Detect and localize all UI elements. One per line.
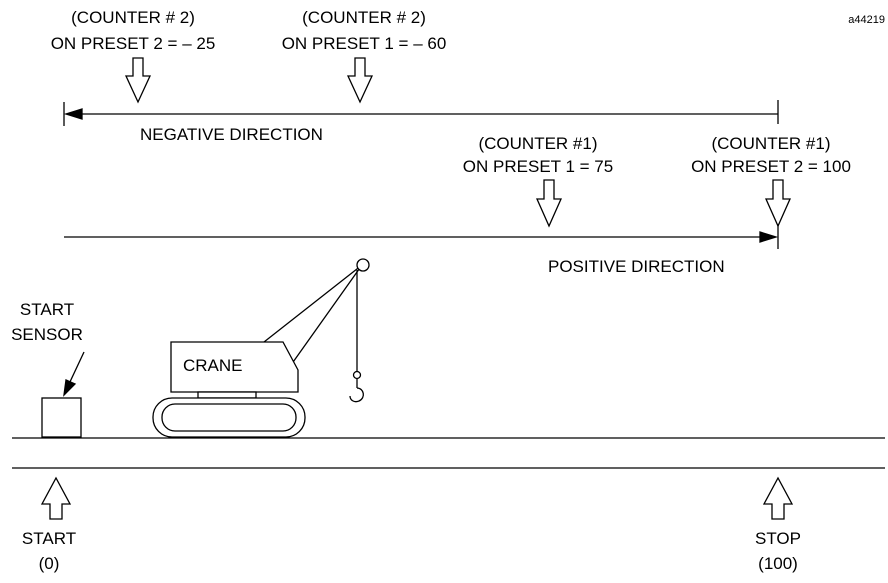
crane-boom-lower	[285, 264, 363, 373]
counter1-preset1-down-arrow-icon	[535, 179, 563, 228]
counter2-preset2-down-arrow-icon	[124, 57, 152, 104]
crane-hook-ring	[352, 370, 362, 380]
crane-boom-upper	[263, 264, 363, 343]
counter1-preset1-value: ON PRESET 1 = 75	[463, 157, 613, 176]
stop-marker-value: (100)	[758, 554, 798, 573]
counter1-preset2-title: (COUNTER #1)	[711, 134, 830, 153]
crane-illustration: CRANE	[152, 258, 370, 438]
counter2-preset2-value: ON PRESET 2 = – 25	[51, 34, 216, 53]
counter1-preset2-value: ON PRESET 2 = 100	[691, 157, 851, 176]
counter1-preset1-title: (COUNTER #1)	[478, 134, 597, 153]
counter2-preset2-title: (COUNTER # 2)	[71, 8, 195, 27]
negative-direction-arrowhead-icon	[63, 108, 83, 120]
counter1-preset2-down-arrow-icon	[764, 179, 792, 228]
positive-direction-label: POSITIVE DIRECTION	[548, 257, 725, 276]
start-up-arrow-icon	[40, 476, 72, 520]
start-sensor-pointer-line	[68, 351, 85, 385]
start-sensor-pointer-arrowhead-icon	[63, 379, 77, 397]
figure-id: a44219	[848, 14, 885, 26]
start-marker-value: (0)	[39, 554, 60, 573]
negative-direction-label: NEGATIVE DIRECTION	[140, 125, 323, 144]
crane-track-inner	[161, 403, 297, 432]
start-sensor-label-line2: SENSOR	[11, 325, 83, 344]
start-sensor-box	[41, 397, 82, 438]
positive-direction-arrowhead-icon	[759, 231, 779, 243]
crane-label: CRANE	[183, 356, 243, 375]
counter2-preset1-title: (COUNTER # 2)	[302, 8, 426, 27]
counter2-preset1-value: ON PRESET 1 = – 60	[282, 34, 447, 53]
crane-pulley-icon	[356, 258, 370, 272]
counter2-preset1-down-arrow-icon	[346, 57, 374, 104]
start-marker-label: START	[22, 529, 76, 548]
stop-up-arrow-icon	[762, 476, 794, 520]
stop-marker-label: STOP	[755, 529, 801, 548]
crane-base-plate	[197, 391, 257, 399]
crane-hook-icon	[349, 387, 364, 403]
crane-cab	[170, 341, 299, 393]
crane-track-outer	[152, 397, 306, 438]
start-sensor-label-line1: START	[20, 300, 74, 319]
